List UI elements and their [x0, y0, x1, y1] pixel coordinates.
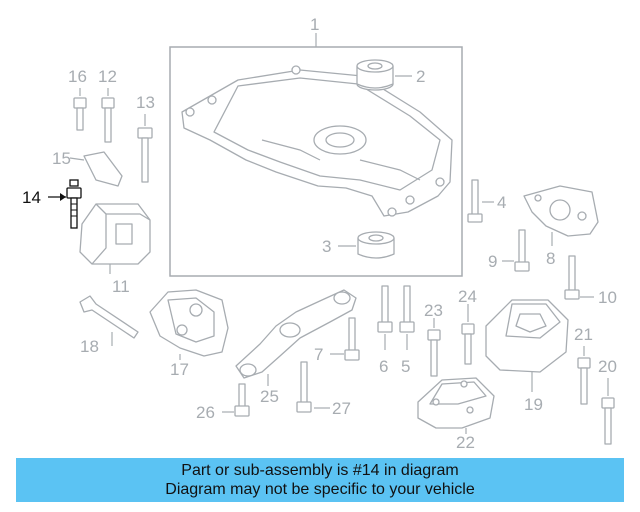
callout-14: 14 — [22, 188, 41, 207]
callout-20: 20 — [598, 357, 617, 376]
part-25-torque-rod[interactable] — [235, 289, 357, 379]
part-20-bolt[interactable] — [601, 397, 615, 445]
callout-7: 7 — [314, 345, 323, 364]
part-3-bushing[interactable] — [357, 231, 395, 259]
callout-12: 12 — [98, 67, 117, 86]
banner-line-2: Diagram may not be specific to your vehi… — [165, 481, 475, 498]
part-24-bolt[interactable] — [461, 323, 475, 365]
part-13-bolt[interactable] — [137, 127, 153, 183]
callout-5: 5 — [401, 357, 410, 376]
callout-23: 23 — [424, 301, 443, 320]
part-8-bracket[interactable] — [523, 185, 599, 237]
callout-19: 19 — [524, 395, 543, 414]
callout-15: 15 — [52, 149, 71, 168]
callout-24: 24 — [458, 287, 477, 306]
part-10-bolt[interactable] — [564, 255, 580, 300]
part-23-bolt[interactable] — [427, 329, 441, 377]
part-18-bolt[interactable] — [79, 295, 139, 339]
callout-10: 10 — [598, 288, 617, 307]
part-14-stud[interactable] — [66, 179, 82, 229]
part-15-bracket[interactable] — [83, 151, 123, 187]
part-16-bolt[interactable] — [73, 97, 87, 131]
callout-18: 18 — [80, 337, 99, 356]
part-26-bolt[interactable] — [234, 383, 250, 417]
part-12-bolt[interactable] — [101, 97, 115, 143]
part-7-bolt[interactable] — [344, 317, 360, 361]
part-9-bolt[interactable] — [514, 229, 530, 272]
callout-4: 4 — [497, 193, 506, 212]
part-2-bushing[interactable] — [356, 59, 394, 91]
callout-22: 22 — [456, 433, 475, 452]
callout-21: 21 — [574, 325, 593, 344]
part-19-mount[interactable] — [485, 299, 569, 373]
part-21-bolt[interactable] — [577, 357, 591, 405]
part-4-bolt[interactable] — [467, 179, 483, 223]
callout-16: 16 — [68, 67, 87, 86]
part-5-bolt[interactable] — [399, 285, 415, 333]
part-11-mount[interactable] — [79, 203, 151, 265]
part-1-subframe[interactable] — [181, 65, 453, 217]
part-6-bolt[interactable] — [377, 285, 393, 333]
part-27-bolt[interactable] — [296, 361, 312, 413]
callout-25: 25 — [260, 387, 279, 406]
part-22-bracket[interactable] — [417, 377, 495, 429]
callout-8: 8 — [546, 249, 555, 268]
callout-6: 6 — [379, 357, 388, 376]
banner-line-1: Part or sub-assembly is #14 in diagram — [181, 462, 459, 479]
callout-26: 26 — [196, 403, 215, 422]
callout-13: 13 — [136, 93, 155, 112]
callout-9: 9 — [488, 252, 497, 271]
callout-2: 2 — [416, 67, 425, 86]
callout-27: 27 — [332, 399, 351, 418]
parts-diagram: 1 2 3 4 5 6 7 8 9 10 11 12 13 14 15 16 1… — [22, 15, 617, 452]
info-banner: Part or sub-assembly is #14 in diagram D… — [16, 458, 624, 502]
callout-3: 3 — [322, 237, 331, 256]
part-17-mount[interactable] — [149, 289, 229, 357]
callout-17: 17 — [170, 360, 189, 379]
callout-1: 1 — [310, 15, 319, 34]
callout-11: 11 — [112, 277, 130, 296]
